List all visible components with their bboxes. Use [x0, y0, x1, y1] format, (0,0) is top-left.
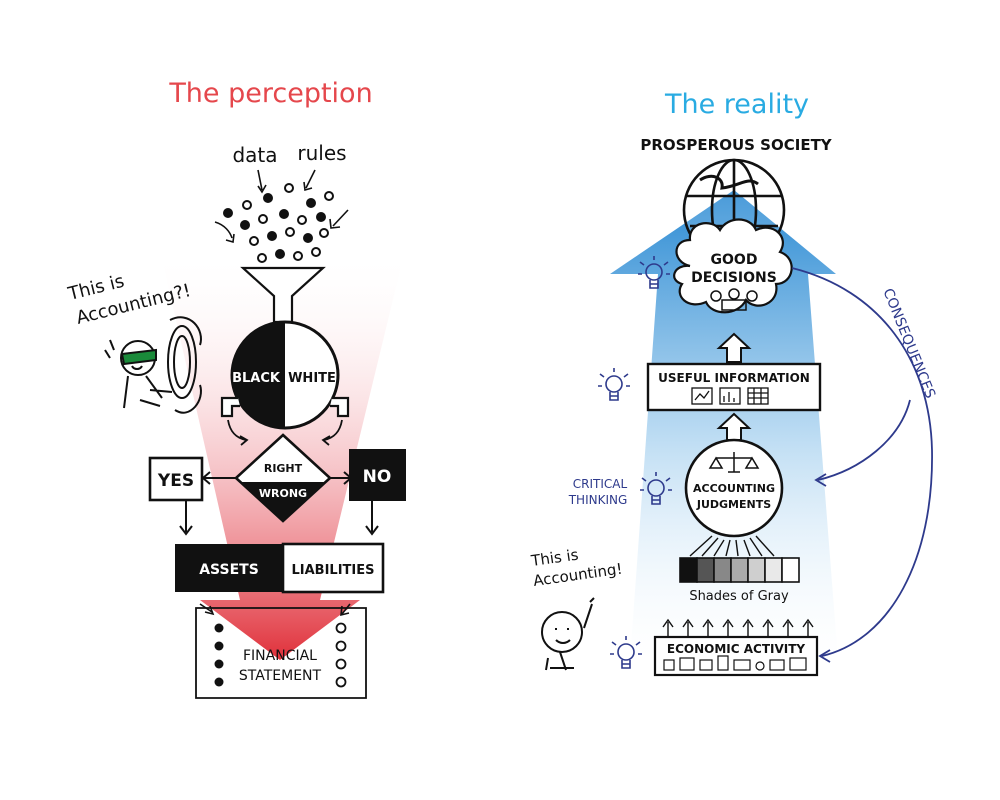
useful-info-label: USEFUL INFORMATION — [658, 371, 810, 385]
perception-title: The perception — [168, 78, 372, 109]
rules-label: rules — [297, 141, 346, 165]
right-pipe — [330, 396, 350, 418]
confused-person-figure: This is Accounting?! — [65, 271, 202, 414]
prosperous-society-label: PROSPEROUS SOCIETY — [640, 136, 832, 154]
decisions-line-2: DECISIONS — [691, 270, 777, 286]
pipe-arrow-left — [227, 419, 249, 446]
black-label: BLACK — [232, 371, 281, 386]
lightbulb-icon — [638, 256, 670, 289]
info-up-arrow — [716, 332, 752, 363]
shades-arrows — [689, 535, 775, 557]
happy-person-figure: This is Accounting! — [529, 546, 623, 671]
shades-label: Shades of Gray — [689, 589, 789, 604]
lightbulb-icon — [640, 472, 672, 505]
economic-activity-label: ECONOMIC ACTIVITY — [667, 642, 806, 656]
data-label: data — [232, 143, 277, 167]
critical-line-2: THINKING — [568, 493, 628, 507]
judgment-up-arrow — [716, 412, 752, 441]
liabilities-box — [281, 542, 385, 594]
yes-box — [148, 456, 204, 502]
reality-title: The reality — [664, 89, 809, 120]
economy-icons — [663, 655, 807, 671]
shades-of-gray-bar — [679, 557, 800, 583]
perception-panel: The perception data rules — [65, 78, 406, 699]
judgments-circle — [684, 438, 784, 538]
scale-icon — [708, 452, 760, 473]
white-label: WHITE — [288, 371, 336, 386]
decision-diamond: RIGHT WRONG — [234, 433, 332, 523]
yes-label: YES — [157, 471, 194, 491]
wrong-label: WRONG — [259, 487, 307, 500]
chart-thumbnails-icon — [691, 387, 769, 405]
right-label: RIGHT — [264, 462, 303, 475]
assets-box — [175, 544, 283, 592]
yes-down-arrow — [179, 500, 193, 536]
judgments-line-1: ACCOUNTING — [693, 482, 775, 495]
input-arrow-right — [329, 209, 349, 229]
statement-line-2: STATEMENT — [239, 668, 322, 684]
liabilities-label: LIABILITIES — [292, 563, 375, 578]
no-label: NO — [363, 467, 392, 487]
good-decisions-cloud: GOOD DECISIONS — [673, 218, 793, 314]
decisions-line-1: GOOD — [711, 252, 758, 268]
lightbulb-icon — [598, 368, 630, 401]
judgments-line-2: JUDGMENTS — [696, 498, 771, 511]
input-arrow-left — [214, 221, 235, 244]
useful-info-box — [646, 362, 822, 412]
black-white-sphere: BLACK WHITE — [230, 320, 340, 430]
activity-up-arrows — [662, 618, 814, 636]
assets-label: ASSETS — [199, 562, 259, 578]
reality-panel: The reality PROSPEROUS SOCIETY GOOD DECI… — [529, 89, 938, 677]
consequences-arrows — [791, 267, 933, 663]
consequences-label: CONSEQUENCES — [879, 286, 938, 401]
financial-statement: FINANCIAL STATEMENT — [195, 603, 367, 699]
critical-line-1: CRITICAL — [573, 477, 628, 491]
left-pipe — [220, 396, 240, 418]
lightbulb-icon — [610, 636, 642, 669]
data-arrow — [257, 169, 267, 194]
no-box — [349, 449, 406, 501]
data-particles — [223, 183, 334, 263]
statement-line-1: FINANCIAL — [243, 648, 317, 664]
no-down-arrow — [365, 500, 379, 536]
economic-activity-box — [653, 635, 819, 677]
pipe-arrow-right — [321, 419, 343, 446]
rules-arrow — [303, 169, 316, 192]
